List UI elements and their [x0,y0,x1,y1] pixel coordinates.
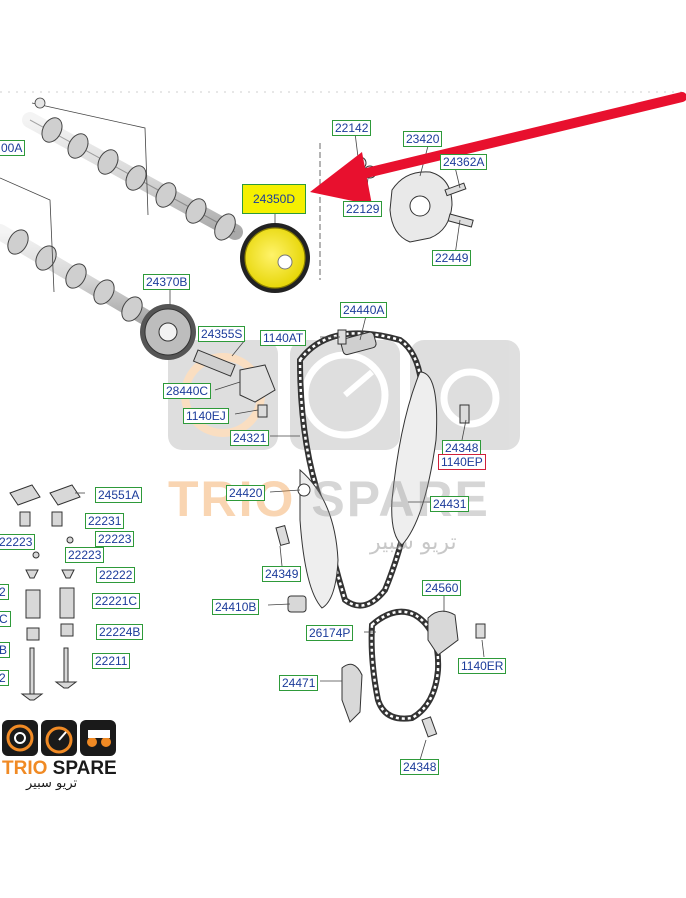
exhaust-camshaft [0,224,158,328]
part-label-22449[interactable]: 22449 [432,250,472,266]
part-label-24440a[interactable]: 24440A [340,302,388,318]
part-label-24431[interactable]: 24431 [430,496,470,512]
camshaft-leaders [0,97,149,293]
oil-pump-chain-tensioner [427,610,459,656]
part-label-22142[interactable]: 22142 [332,120,372,136]
part-label-24551a[interactable]: 24551A [95,487,143,503]
part-label-26174p[interactable]: 26174P [306,625,354,641]
part-label-00a[interactable]: 00A [0,140,26,156]
part-label-24348-upper[interactable]: 24348 [442,440,482,456]
part-label-24560[interactable]: 24560 [422,580,462,596]
part-label-24471[interactable]: 24471 [279,675,319,691]
part-label-b[interactable]: B [0,642,11,658]
brand-logo-arabic: تريو سبير [26,776,78,791]
part-label-22129[interactable]: 22129 [343,201,383,217]
part-label-c[interactable]: C [0,611,11,627]
part-label-1140at[interactable]: 1140AT [260,330,307,346]
part-label-23420[interactable]: 23420 [403,131,443,147]
chain-guide-tensioner-arm [297,468,339,609]
upper-chain-guide [340,331,377,356]
part-label-24355s[interactable]: 24355S [198,326,246,342]
part-label-22211[interactable]: 22211 [92,653,131,669]
oil-pump-chain-guide [341,663,363,723]
part-label-22223-left[interactable]: 22223 [0,534,36,550]
part-label-28440c[interactable]: 28440C [163,383,212,399]
part-label-22223-middle[interactable]: 22223 [65,547,105,563]
chain-tensioner [287,595,307,613]
part-label-24370b[interactable]: 24370B [143,274,191,290]
watermark-gear [440,368,500,428]
intake-camshaft [22,112,243,241]
part-label-2-lower[interactable]: 2 [0,670,9,686]
chain-guide-fixed [391,371,438,546]
part-label-1140ej[interactable]: 1140EJ [183,408,229,424]
exhaust-cvvt-sprocket [140,304,196,360]
brand-logo-text: TRIO SPARE [2,758,117,780]
part-label-1140ep[interactable]: 1140EP [438,454,486,470]
part-label-2-upper[interactable]: 2 [0,584,9,600]
part-label-24321[interactable]: 24321 [230,430,270,446]
part-label-22222[interactable]: 22222 [96,567,136,583]
part-label-24349[interactable]: 24349 [262,566,302,582]
part-label-22221c[interactable]: 22221C [92,593,141,609]
watermark-gauge-needle [343,369,374,398]
part-label-24350d-highlighted[interactable]: 24350D [242,184,306,214]
brand-logo-part1: TRIO [2,758,48,779]
part-label-22223-right[interactable]: 22223 [95,531,135,547]
part-label-24420[interactable]: 24420 [226,485,266,501]
red-pointer-arrow [310,92,686,205]
oil-pump-chain [368,608,442,722]
valve-train-parts [9,484,81,701]
watermark-arabic: تريو سبير [370,530,457,555]
part-label-1140er[interactable]: 1140ER [458,658,507,674]
logo-icons [2,720,116,756]
cvvt-sprocket-highlighted [240,213,310,293]
cvvt-bolt [192,349,236,377]
bolts [257,329,486,738]
part-label-22231[interactable]: 22231 [85,513,125,529]
watermark-gauge [301,351,389,439]
part-label-24410b[interactable]: 24410B [212,599,260,615]
oil-control-valve [239,364,276,403]
part-label-24348-lower[interactable]: 24348 [400,759,440,775]
brand-logo-part2: SPARE [52,758,117,779]
part-label-24362a[interactable]: 24362A [440,154,488,170]
part-label-22224b[interactable]: 22224B [96,624,144,640]
watermark-logo [168,340,520,450]
watermark-tile-3 [410,340,520,450]
watermark-tile-2 [290,340,400,450]
